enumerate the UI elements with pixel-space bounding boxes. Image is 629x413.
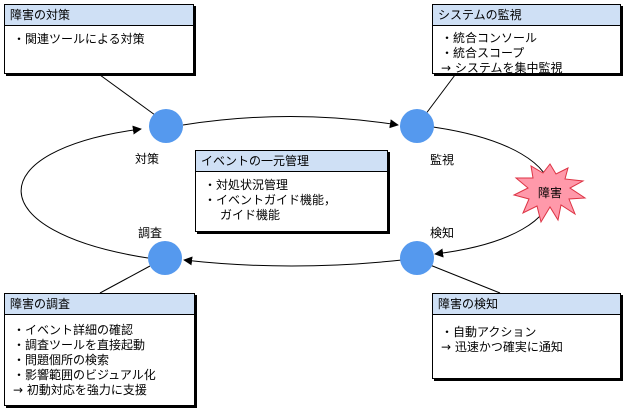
arc-left	[20, 125, 149, 259]
connector-taisaku	[99, 74, 156, 116]
node-kanshi	[400, 109, 434, 143]
list-item: ・問題個所の検索	[13, 353, 110, 367]
box-title: システムの監視	[433, 5, 620, 26]
node-label-taisaku: 対策	[135, 152, 160, 166]
node-label-kanshi: 監視	[430, 153, 455, 167]
connector-chosa	[99, 265, 151, 294]
list-item: → 初動対応を強力に支援	[13, 383, 147, 397]
box-event: イベントの一元管理 ・対処状況管理 ・イベントガイド機能， ガイド機能	[195, 150, 388, 232]
node-label-kenchi: 検知	[430, 226, 455, 240]
box-list: ・対処状況管理 ・イベントガイド機能， ガイド機能	[196, 172, 387, 223]
box-title: 障害の対策	[5, 5, 193, 26]
node-label-chosa: 調査	[138, 226, 163, 240]
box-taisaku: 障害の対策 ・関連ツールによる対策	[4, 4, 194, 74]
box-list: ・イベント詳細の確認 ・調査ツールを直接起動 ・問題個所の検索 ・影響範囲のビジ…	[5, 315, 194, 398]
arc-top	[182, 116, 399, 129]
arc-bottom	[183, 256, 403, 267]
list-item: → 迅速かつ確実に通知	[441, 340, 563, 354]
connector-kanshi	[424, 74, 456, 116]
box-title: イベントの一元管理	[196, 151, 387, 172]
node-kenchi	[400, 241, 434, 275]
list-item: ・統合コンソール	[441, 31, 538, 45]
list-item: ガイド機能	[220, 208, 281, 222]
box-kanshi: システムの監視 ・統合コンソール ・統合スコープ → システムを集中監視	[432, 4, 621, 76]
list-item: ・影響範囲のビジュアル化	[13, 368, 156, 382]
list-item: → システムを集中監視	[441, 61, 563, 75]
list-item: ・関連ツールによる対策	[13, 32, 145, 46]
list-item: ・自動アクション	[441, 325, 537, 339]
list-item: ・統合スコープ	[441, 46, 525, 60]
list-item: ・イベントガイド機能，	[204, 193, 337, 207]
connector-kenchi	[429, 264, 501, 294]
node-chosa	[148, 241, 182, 275]
box-title: 障害の検知	[433, 294, 620, 315]
list-item: ・対処状況管理	[204, 178, 289, 192]
box-list: ・自動アクション → 迅速かつ確実に通知	[433, 315, 620, 355]
box-kenchi: 障害の検知 ・自動アクション → 迅速かつ確実に通知	[432, 293, 621, 379]
fault-label: 障害	[538, 186, 563, 200]
list-item: ・調査ツールを直接起動	[13, 338, 146, 352]
node-taisaku	[149, 109, 183, 143]
box-title: 障害の調査	[5, 294, 194, 315]
fault-burst	[512, 163, 587, 224]
box-chosa: 障害の調査 ・イベント詳細の確認 ・調査ツールを直接起動 ・問題個所の検索 ・影…	[4, 293, 195, 406]
box-list: ・関連ツールによる対策	[5, 26, 193, 47]
list-item: ・イベント詳細の確認	[13, 323, 134, 337]
box-list: ・統合コンソール ・統合スコープ → システムを集中監視	[433, 26, 620, 76]
